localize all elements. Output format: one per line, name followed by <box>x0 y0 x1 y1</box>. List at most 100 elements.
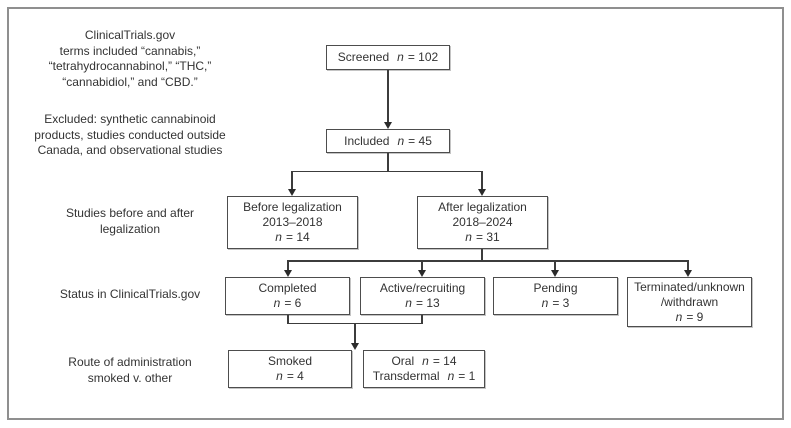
label-line: “tetrahydrocannabinol,” “THC,” <box>48 59 212 73</box>
box-completed: Completed n= 6 <box>225 277 350 315</box>
n-value: = 45 <box>408 133 432 148</box>
label-search-terms: ClinicalTrials.gov terms included “canna… <box>15 28 245 90</box>
n-count: n= 14 <box>275 230 309 245</box>
n-symbol: n <box>273 296 281 310</box>
arrowhead-terminated <box>683 270 692 277</box>
box-label: Terminated/unknown <box>634 279 745 294</box>
n-count: n= 31 <box>465 230 499 245</box>
connector-completed-stub <box>287 315 289 324</box>
connector-active-stub <box>421 315 423 324</box>
box-label: Pending <box>533 281 578 295</box>
label-line: legalization <box>99 221 161 236</box>
box-label: Included <box>344 133 390 148</box>
label-line: terms included “cannabis,” <box>59 43 201 58</box>
box-label: After legalization <box>438 200 527 214</box>
n-symbol: n <box>465 230 472 244</box>
connector-included-stub <box>387 153 389 172</box>
box-label: Transdermal <box>372 369 440 383</box>
n-symbol: n <box>276 369 283 383</box>
arrowhead-before <box>287 189 296 196</box>
n-symbol: n <box>422 354 429 368</box>
n-count: n= 14 <box>422 354 456 368</box>
connector-branch-legalization <box>291 170 483 172</box>
box-screened: Screened n= 102 <box>326 45 450 70</box>
n-count: n= 3 <box>542 296 570 311</box>
label-status: Status in ClinicalTrials.gov <box>15 287 245 303</box>
n-value: = 1 <box>458 369 476 383</box>
label-line: smoked v. other <box>87 370 173 385</box>
box-label: Oral <box>391 354 415 368</box>
box-label-2: /withdrawn <box>660 294 719 309</box>
n-count: n= 102 <box>397 50 438 64</box>
label-route: Route of administration smoked v. other <box>15 355 245 386</box>
box-text: Included n= 45 <box>344 134 432 149</box>
n-symbol: n <box>397 133 405 148</box>
n-count: n= 6 <box>274 296 302 311</box>
box-label: Before legalization <box>243 200 342 214</box>
label-line: “cannabidiol,” and “CBD.” <box>62 74 198 89</box>
transdermal-row: Transdermal n= 1 <box>373 369 476 384</box>
box-smoked: Smoked n= 4 <box>228 350 352 388</box>
label-line: Excluded: synthetic cannabinoid <box>44 112 216 126</box>
label-line: Canada, and observational studies <box>37 143 223 157</box>
box-years: 2018–2024 <box>452 215 513 229</box>
box-label: Completed <box>258 281 317 295</box>
n-count: n= 45 <box>397 134 431 148</box>
box-years: 2013–2018 <box>262 215 323 229</box>
n-value: = 14 <box>432 354 457 368</box>
n-value: = 14 <box>285 230 310 244</box>
connector-to-completed <box>287 260 289 271</box>
label-line: ClinicalTrials.gov <box>84 28 176 42</box>
connector-branch-status <box>287 260 689 262</box>
connector-to-after <box>481 170 483 190</box>
n-symbol: n <box>541 296 549 310</box>
n-value: = 31 <box>475 230 500 244</box>
connector-to-before <box>291 170 293 190</box>
connector-to-active <box>421 260 423 271</box>
figure-border <box>7 7 784 420</box>
n-symbol: n <box>675 309 683 324</box>
connector-after-stub <box>481 249 483 261</box>
n-count: n= 1 <box>448 369 476 383</box>
box-label: Active/recruiting <box>379 281 466 295</box>
arrowhead-completed <box>283 270 292 277</box>
box-text: Screened n= 102 <box>338 50 438 65</box>
arrowhead-included <box>383 122 392 129</box>
box-before-legalization: Before legalization 2013–2018 n= 14 <box>227 196 358 249</box>
label-line: Route of administration <box>68 355 192 369</box>
arrowhead-pending <box>550 270 559 277</box>
n-value: = 9 <box>686 309 704 324</box>
n-count: n= 13 <box>405 296 439 311</box>
box-label: Screened <box>337 50 390 64</box>
connector-screened-included <box>387 70 389 122</box>
n-value: = 13 <box>415 296 440 310</box>
label-before-after: Studies before and after legalization <box>15 206 245 237</box>
n-value: = 4 <box>286 369 304 383</box>
label-line: Status in ClinicalTrials.gov <box>59 287 201 301</box>
n-count: n= 4 <box>276 369 304 384</box>
box-included: Included n= 45 <box>326 129 450 153</box>
connector-to-terminated <box>687 260 689 271</box>
box-active-recruiting: Active/recruiting n= 13 <box>360 277 485 315</box>
arrowhead-after <box>477 189 486 196</box>
n-symbol: n <box>405 296 412 310</box>
n-symbol: n <box>275 230 282 244</box>
n-symbol: n <box>397 50 404 64</box>
connector-to-pending <box>554 260 556 271</box>
label-line: Studies before and after <box>65 206 195 220</box>
n-value: = 3 <box>552 296 570 310</box>
n-count: n= 9 <box>676 310 704 325</box>
arrowhead-active <box>417 270 426 277</box>
box-label: Smoked <box>267 354 313 368</box>
box-pending: Pending n= 3 <box>493 277 618 315</box>
label-excluded: Excluded: synthetic cannabinoid products… <box>15 112 245 159</box>
n-value: = 102 <box>407 50 439 64</box>
box-terminated: Terminated/unknown /withdrawn n= 9 <box>627 277 752 327</box>
n-value: = 6 <box>284 296 302 310</box>
connector-to-route <box>354 322 356 343</box>
box-after-legalization: After legalization 2018–2024 n= 31 <box>417 196 548 249</box>
n-symbol: n <box>447 369 455 383</box>
